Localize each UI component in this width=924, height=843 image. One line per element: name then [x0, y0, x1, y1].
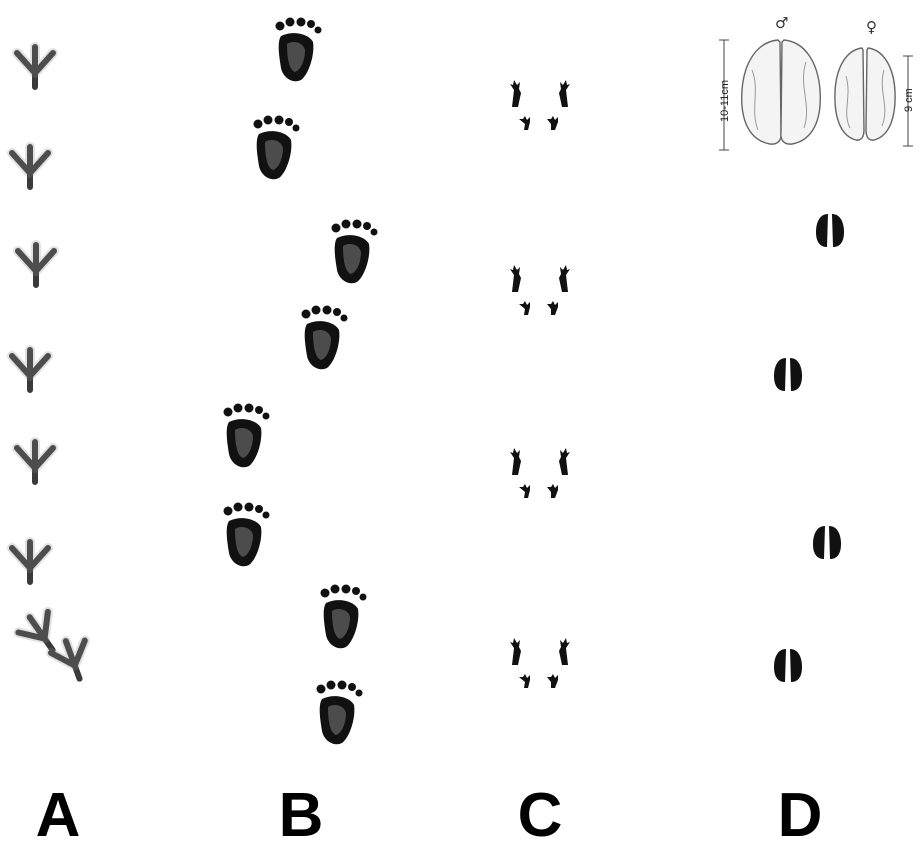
column-label-b: B	[279, 781, 324, 843]
hoof-track	[774, 358, 802, 391]
small-mammal-track-set	[510, 80, 570, 130]
foot-track	[332, 220, 378, 284]
female-symbol: ♀	[866, 18, 877, 36]
hoof-track	[813, 526, 841, 559]
small-mammal-track-set	[510, 448, 570, 498]
foot-track	[224, 503, 270, 567]
column-label-d: D	[778, 781, 823, 843]
bird-track	[12, 350, 48, 390]
foot-track	[254, 116, 300, 180]
column-labels: A B C D	[36, 781, 823, 843]
column-a-tracks	[12, 47, 96, 685]
female-size-scale: 9 cm	[903, 56, 915, 146]
male-size-label: 10-11cm	[719, 80, 731, 122]
bird-track	[12, 542, 48, 582]
bird-track	[18, 245, 54, 285]
column-c-tracks	[510, 80, 570, 688]
small-mammal-track-set	[510, 265, 570, 315]
female-size-label: 9 cm	[903, 88, 915, 112]
column-label-a: A	[36, 781, 81, 843]
hoof-size-inset: ♂ ♀ 10-11cm 9 cm	[719, 14, 915, 150]
foot-track	[317, 681, 363, 745]
bird-track	[12, 147, 48, 187]
bird-track	[17, 47, 53, 87]
foot-track	[276, 18, 322, 82]
column-d-tracks	[774, 214, 844, 682]
male-symbol: ♂	[775, 14, 788, 32]
female-hoof-sketch	[835, 48, 895, 140]
bird-track	[17, 442, 53, 482]
male-hoof-sketch	[742, 40, 821, 144]
column-label-c: C	[518, 781, 563, 843]
hoof-track	[774, 649, 802, 682]
hoof-track	[816, 214, 844, 247]
male-size-scale: 10-11cm	[719, 40, 731, 150]
foot-track	[321, 585, 367, 649]
bird-track-pair	[15, 607, 97, 685]
foot-track	[224, 404, 270, 468]
foot-track	[302, 306, 348, 370]
column-b-tracks	[224, 18, 378, 745]
small-mammal-track-set	[510, 638, 570, 688]
